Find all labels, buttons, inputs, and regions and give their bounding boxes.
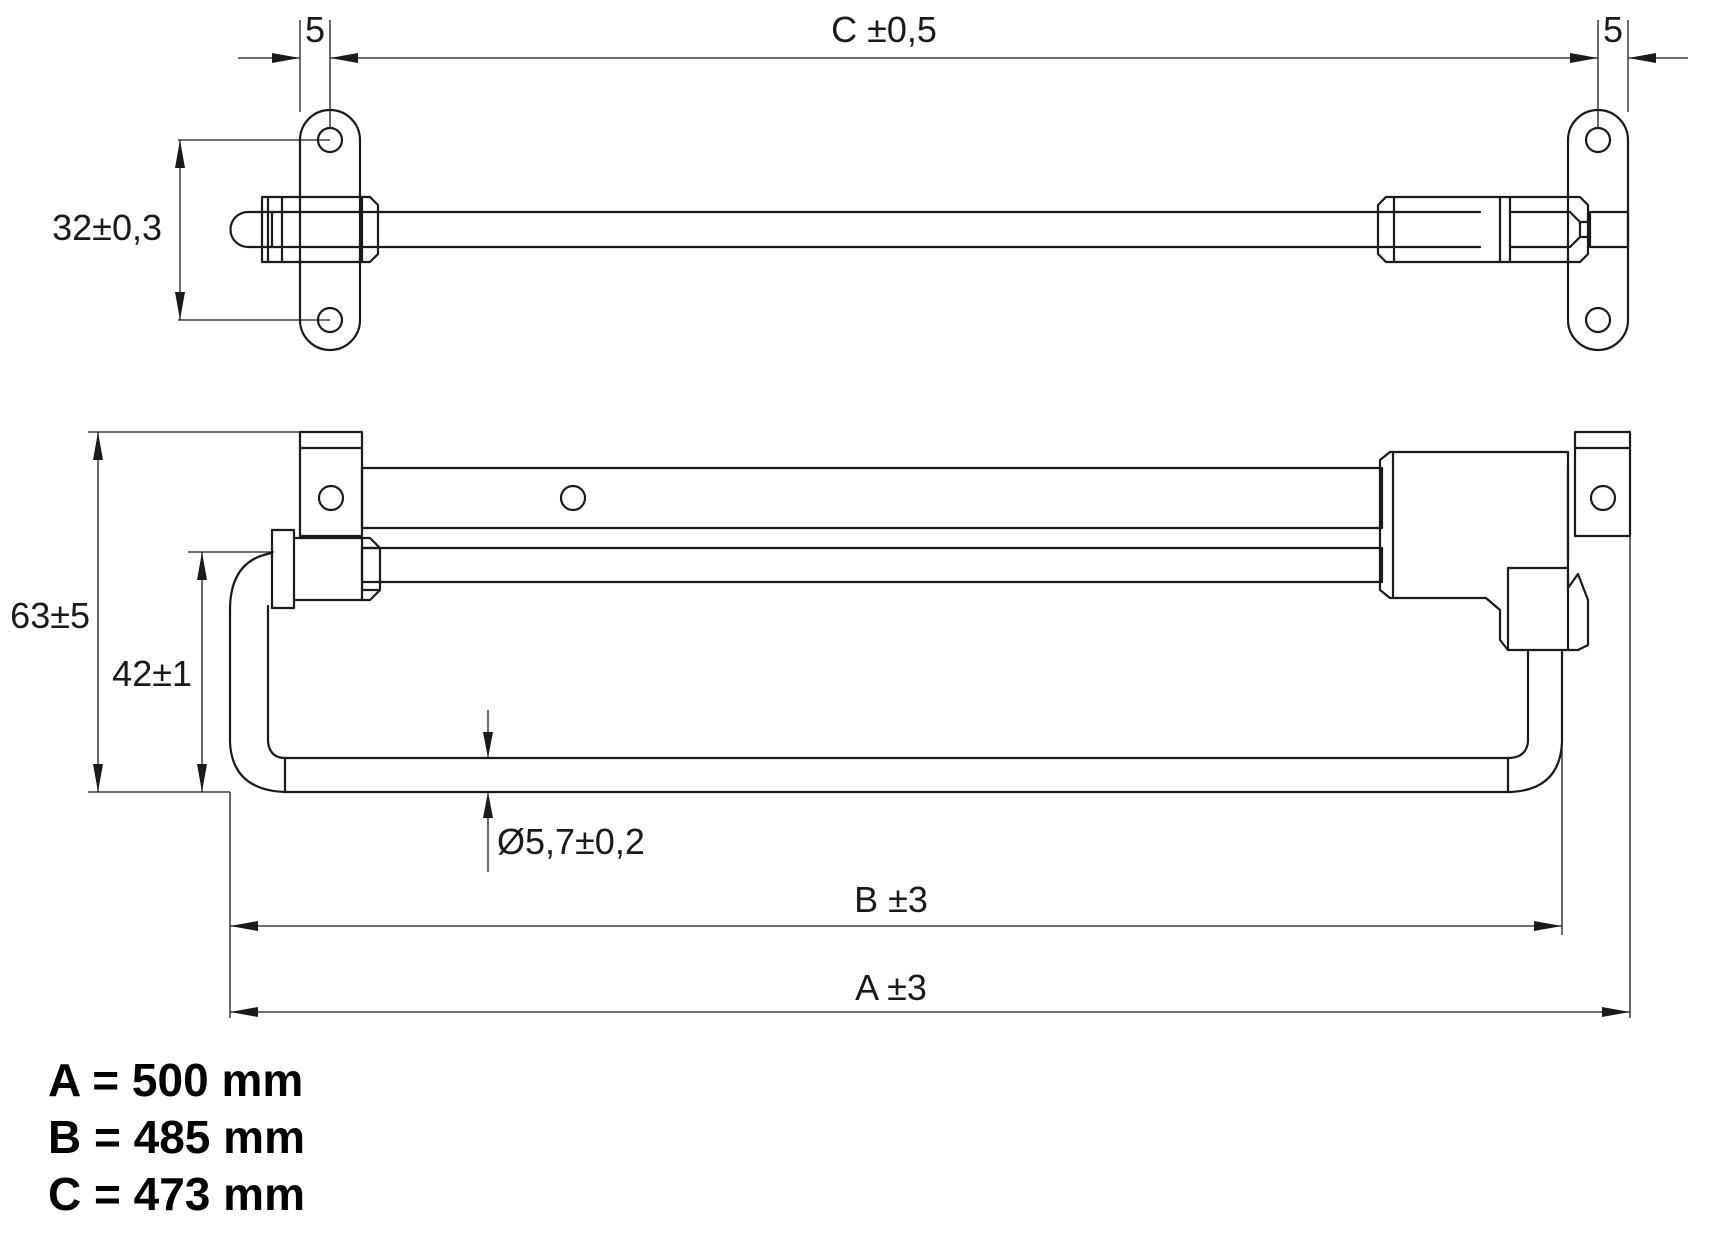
dim-right-offset: 5 [1603,9,1623,50]
legend-b: B = 485 mm [48,1111,305,1163]
left-bracket-hole [317,484,345,512]
legend-a: A = 500 mm [48,1054,304,1106]
dim-c: C ±0,5 [831,9,937,50]
legend-c: C = 473 mm [48,1168,305,1220]
rail-hole [559,484,587,512]
right-upper-hole [1584,126,1612,154]
lower-rail [360,546,1384,584]
right-bracket-hole [1589,484,1617,512]
u-rod [228,551,1564,794]
upper-rail [360,466,1384,530]
right-clamp-block [1376,195,1590,264]
left-side-bracket [298,430,364,538]
right-lower-hole [1584,306,1612,334]
side-view: 63±5 42±1 Ø5,7±0,2 B ±3 A ±3 [10,430,1632,1018]
dim-total-height: 63±5 [10,595,90,636]
left-clamp-block [260,195,380,264]
dimension-legend: A = 500 mm B = 485 mm C = 473 mm [48,1052,305,1223]
left-end-cap [270,528,382,610]
dim-rail-height: 42±1 [112,653,192,694]
right-housing [1378,450,1590,652]
dim-hole-spacing: 32±0,3 [52,207,162,248]
dim-rod-diameter: Ø5,7±0,2 [497,821,645,862]
dim-left-offset: 5 [305,9,325,50]
dim-a: A ±3 [855,967,927,1008]
left-mounting-plate [298,108,362,352]
top-rod [229,210,1482,249]
top-view: 5 C ±0,5 5 32±0,3 [52,9,1688,352]
right-mounting-plate [1566,108,1630,352]
dim-b: B ±3 [854,879,928,920]
